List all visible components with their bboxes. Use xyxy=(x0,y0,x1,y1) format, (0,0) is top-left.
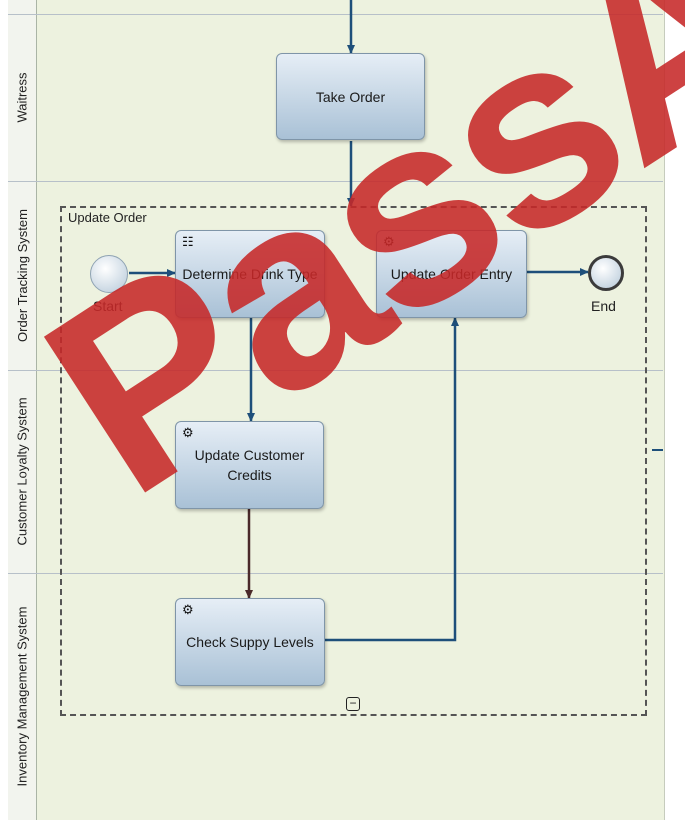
end-label: End xyxy=(591,298,616,314)
task-check-supply-levels[interactable]: ⚙ Check Suppy Levels xyxy=(175,598,325,686)
task-label: Update Order Entry xyxy=(390,266,513,282)
start-event[interactable] xyxy=(90,255,128,293)
sequence-flow xyxy=(652,449,663,451)
subprocess-title: Update Order xyxy=(68,210,147,225)
gear-icon: ⚙ xyxy=(182,602,194,617)
start-label: Start xyxy=(93,298,123,314)
update-order-subprocess[interactable] xyxy=(60,206,647,716)
task-update-order-entry[interactable]: ⚙ Update Order Entry xyxy=(376,230,527,318)
end-event[interactable] xyxy=(588,255,624,291)
lane-divider xyxy=(8,181,663,182)
task-label: Check Suppy Levels xyxy=(186,634,314,650)
task-update-customer-credits[interactable]: ⚙ Update Customer Credits xyxy=(175,421,324,509)
task-label: Take Order xyxy=(315,88,386,105)
gear-icon: ⚙ xyxy=(383,234,395,249)
minus-icon[interactable]: − xyxy=(346,697,360,711)
task-take-order[interactable]: Take Order xyxy=(276,53,425,140)
task-label: Determine Drink Type xyxy=(182,266,318,282)
table-icon: ☷ xyxy=(182,234,194,249)
task-label: Update Customer Credits xyxy=(194,447,305,483)
lane-divider xyxy=(8,370,663,371)
lane-header-column xyxy=(8,0,37,820)
task-determine-drink-type[interactable]: ☷ Determine Drink Type xyxy=(175,230,325,318)
lane-divider xyxy=(8,573,663,574)
lane-divider xyxy=(8,14,663,15)
gear-icon: ⚙ xyxy=(182,425,194,440)
sequence-flow xyxy=(325,317,459,642)
